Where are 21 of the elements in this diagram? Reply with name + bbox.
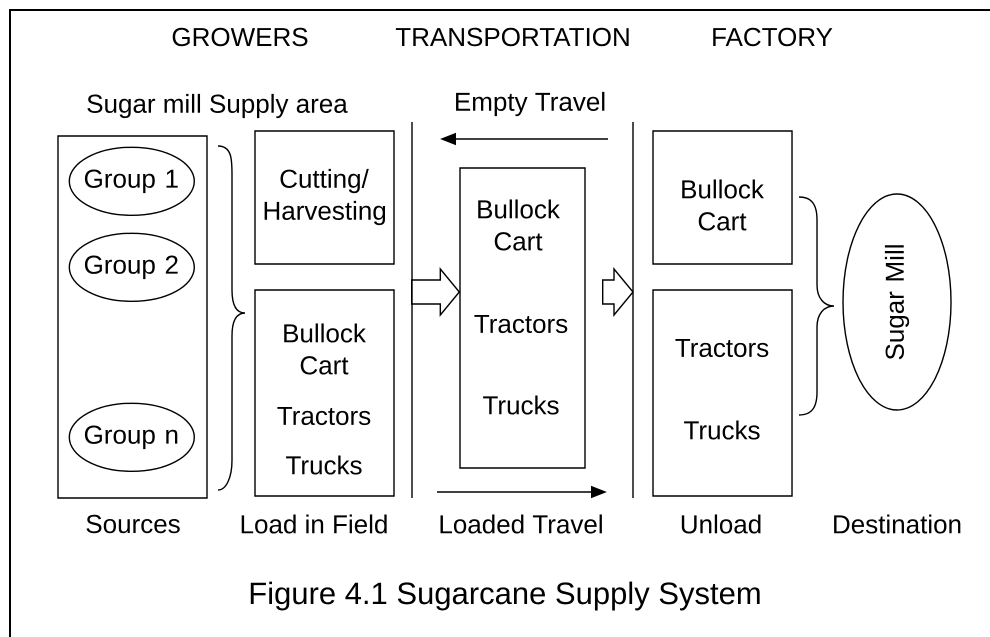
- process-box: Bullock Cart Tractors Trucks: [459, 167, 586, 469]
- block-arrow: [411, 267, 460, 317]
- section-label: Destination: [834, 514, 960, 534]
- section-label: Sugar mill Supply area: [87, 94, 348, 118]
- section-label: Empty Travel: [456, 92, 604, 116]
- process-box: Tractors Trucks: [652, 289, 793, 497]
- ellipse-node: Group n: [68, 402, 195, 472]
- section-label: FACTORY: [713, 28, 832, 46]
- sources-box: [57, 135, 208, 499]
- process-box: Bullock Cart Tractors Trucks: [254, 289, 395, 497]
- section-label: GROWERS: [172, 28, 308, 46]
- process-box: Bullock Cart: [652, 130, 793, 265]
- section-label: Sources: [86, 514, 180, 534]
- section-label: Loaded Travel: [440, 514, 602, 534]
- ellipse-node: Group 1: [68, 146, 195, 216]
- section-label: Load in Field: [242, 514, 387, 534]
- process-box: Cutting/ Harvesting: [254, 130, 395, 265]
- figure-caption: Figure 4.1 Sugarcane Supply System: [250, 582, 760, 610]
- ellipse-node: Group 2: [68, 232, 195, 302]
- block-arrow: [602, 267, 634, 317]
- section-label: TRANSPORTATION: [396, 28, 629, 46]
